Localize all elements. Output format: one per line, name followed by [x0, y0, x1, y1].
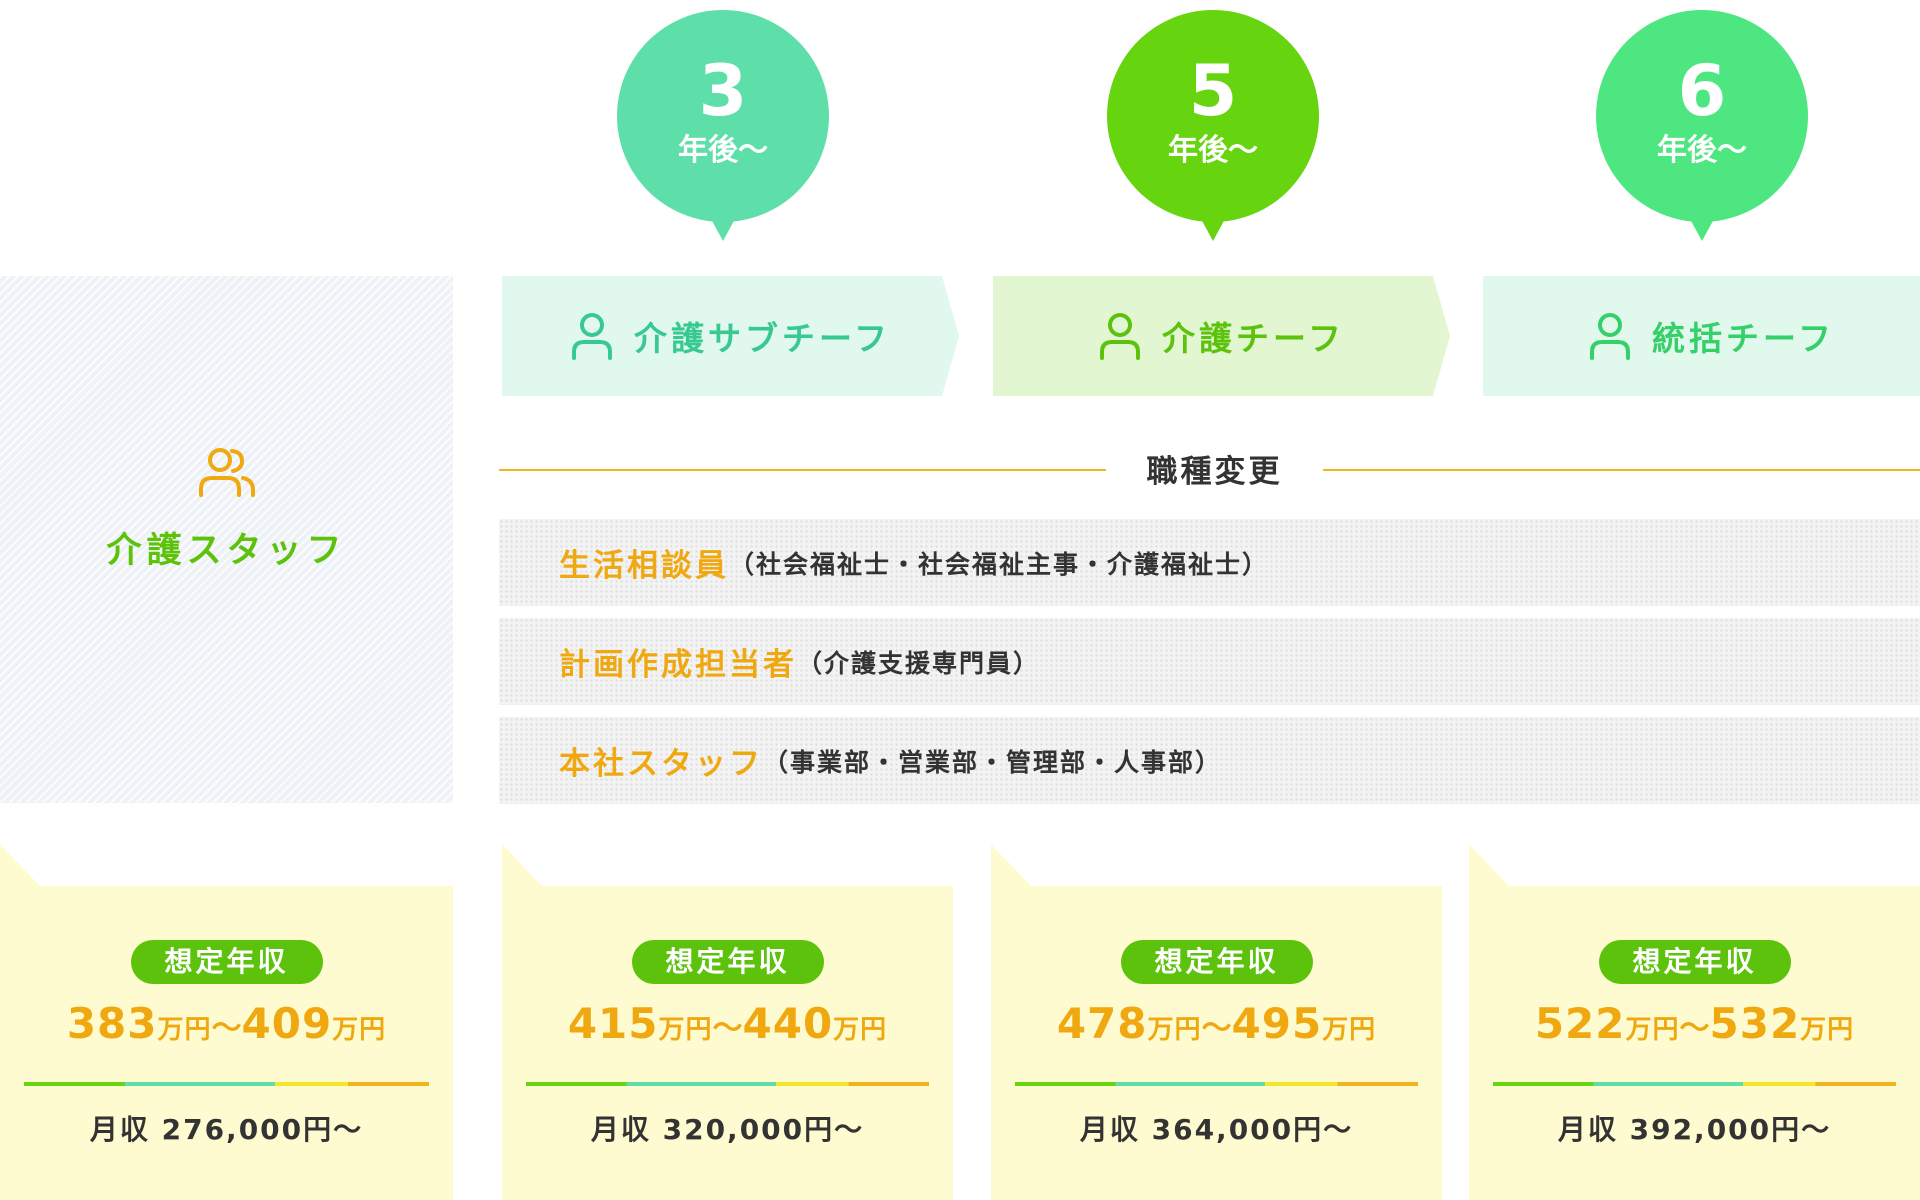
salary-tilde: 〜 — [1679, 1011, 1710, 1046]
milestone-number: 3 — [698, 50, 748, 132]
salary-card: 想定年収 522万円〜532万円 月収 392,000円〜 — [1469, 844, 1920, 1200]
salary-card: 想定年収 383万円〜409万円 月収 276,000円〜 — [0, 844, 453, 1200]
salary-badge: 想定年収 — [130, 940, 323, 984]
salary-tilde: 〜 — [211, 1011, 242, 1046]
salary-unit: 万円 — [658, 1015, 713, 1045]
salary-max: 495 — [1231, 999, 1323, 1048]
option-sub: （社会福祉士・社会福祉主事・介護福祉士） — [729, 549, 1270, 579]
salary-unit: 万円 — [157, 1015, 212, 1045]
monthly-salary: 月収 320,000円〜 — [590, 1113, 865, 1146]
salary-range: 522万円〜532万円 — [1469, 999, 1920, 1048]
milestone-number: 5 — [1188, 50, 1238, 132]
person-icon — [571, 313, 612, 360]
option-main: 生活相談員 — [559, 548, 729, 584]
divider-right — [1323, 469, 1920, 471]
salary-tilde: 〜 — [712, 1011, 743, 1046]
salary-min: 478 — [1056, 999, 1148, 1048]
salary-unit: 万円 — [1625, 1015, 1680, 1045]
person-icon — [1589, 313, 1630, 360]
salary-max: 409 — [241, 999, 333, 1048]
role-label: 統括チーフ — [1651, 319, 1836, 358]
salary-unit: 万円 — [1322, 1015, 1377, 1045]
salary-unit: 万円 — [833, 1015, 888, 1045]
divider-left — [499, 469, 1106, 471]
milestone-6-years: 6 年後〜 — [1596, 10, 1808, 222]
career-change-title: 職種変更 — [1146, 454, 1283, 490]
color-stripe — [24, 1082, 429, 1086]
role-label: 介護サブチーフ — [633, 319, 892, 358]
milestone-unit: 年後〜 — [678, 133, 768, 168]
milestone-number: 6 — [1677, 50, 1727, 132]
career-option-head-office: 本社スタッフ （事業部・営業部・管理部・人事部） — [499, 717, 1920, 804]
salary-min: 415 — [567, 999, 659, 1048]
salary-badge: 想定年収 — [1120, 940, 1313, 984]
option-sub: （事業部・営業部・管理部・人事部） — [763, 747, 1223, 777]
career-option-life-counselor: 生活相談員 （社会福祉士・社会福祉主事・介護福祉士） — [499, 519, 1920, 606]
monthly-salary: 月収 392,000円〜 — [1557, 1113, 1832, 1146]
role-label: 介護チーフ — [1161, 319, 1346, 358]
salary-range: 478万円〜495万円 — [991, 999, 1442, 1048]
option-main: 計画作成担当者 — [559, 647, 797, 683]
salary-badge: 想定年収 — [1598, 940, 1791, 984]
milestone-3-years: 3 年後〜 — [617, 10, 829, 222]
color-stripe — [526, 1082, 929, 1086]
group-icon — [199, 448, 255, 497]
salary-unit: 万円 — [1147, 1015, 1202, 1045]
staff-panel: 介護スタッフ — [0, 276, 453, 803]
salary-tilde: 〜 — [1201, 1011, 1232, 1046]
color-stripe — [1493, 1082, 1896, 1086]
staff-label: 介護スタッフ — [106, 531, 347, 571]
monthly-salary: 月収 364,000円〜 — [1079, 1113, 1354, 1146]
person-icon — [1099, 313, 1140, 360]
color-stripe — [1015, 1082, 1418, 1086]
salary-max: 440 — [742, 999, 834, 1048]
salary-min: 383 — [66, 999, 158, 1048]
role-general-chief: 統括チーフ — [1483, 276, 1920, 396]
salary-range: 415万円〜440万円 — [502, 999, 953, 1048]
option-sub: （介護支援専門員） — [797, 648, 1041, 678]
salary-range: 383万円〜409万円 — [0, 999, 453, 1048]
option-main: 本社スタッフ — [559, 746, 763, 782]
milestone-5-years: 5 年後〜 — [1107, 10, 1319, 222]
salary-card: 想定年収 415万円〜440万円 月収 320,000円〜 — [502, 844, 953, 1200]
role-sub-chief: 介護サブチーフ — [502, 276, 959, 396]
salary-badge: 想定年収 — [631, 940, 824, 984]
milestone-unit: 年後〜 — [1657, 133, 1747, 168]
career-option-care-planner: 計画作成担当者 （介護支援専門員） — [499, 618, 1920, 705]
salary-unit: 万円 — [332, 1015, 387, 1045]
salary-min: 522 — [1534, 999, 1626, 1048]
milestone-unit: 年後〜 — [1168, 133, 1258, 168]
salary-unit: 万円 — [1800, 1015, 1855, 1045]
salary-max: 532 — [1709, 999, 1801, 1048]
monthly-salary: 月収 276,000円〜 — [89, 1113, 364, 1146]
salary-card: 想定年収 478万円〜495万円 月収 364,000円〜 — [991, 844, 1442, 1200]
role-chief: 介護チーフ — [993, 276, 1450, 396]
